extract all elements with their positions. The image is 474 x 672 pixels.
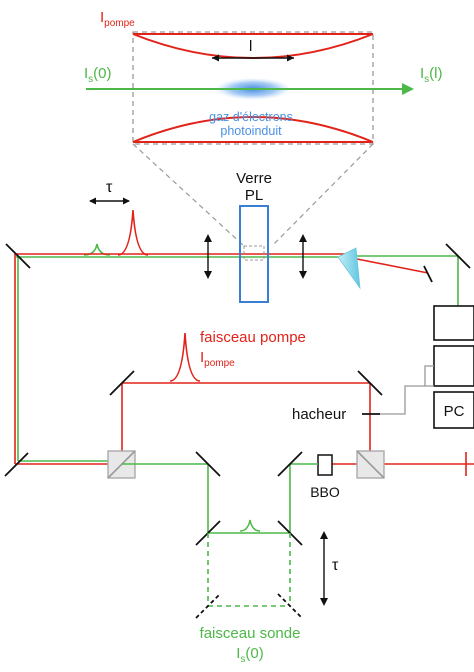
faisceau-sonde-label: faisceau sonde — [200, 625, 301, 642]
electron-gas-label-2: photoinduit — [220, 124, 282, 138]
interaction-zone-inset — [86, 31, 414, 145]
tau-right-label: τ — [332, 557, 339, 574]
isl-right-label: Is(l) — [420, 65, 443, 85]
electron-gas-label-1: gaz d'électrons — [209, 110, 293, 124]
pc-label: PC — [444, 403, 465, 420]
beamsplitter-right — [356, 450, 385, 479]
lockin-box — [433, 345, 474, 387]
probe-pulse-bottom — [239, 519, 261, 532]
tau-top-arrow — [89, 197, 130, 205]
pump-pulse-top — [117, 209, 149, 256]
is0-left-label: Is(0) — [84, 65, 112, 85]
detector-box — [433, 305, 474, 341]
glass-plate — [239, 205, 269, 303]
tau-delay-arrow — [320, 531, 328, 606]
hacheur-label: hacheur — [292, 406, 346, 423]
mirror — [195, 451, 221, 477]
pump-pulse-mid — [169, 332, 201, 382]
mirror — [357, 370, 383, 396]
translation-arrow-right — [299, 234, 307, 279]
mirror — [5, 243, 31, 269]
mirror — [109, 370, 135, 396]
verre-label: Verre — [236, 170, 272, 187]
delay-mirror-displaced — [195, 593, 221, 619]
mirror — [277, 451, 303, 477]
bbo-label: BBO — [310, 484, 340, 500]
pl-label: PL — [245, 187, 263, 204]
pc-box — [433, 391, 474, 429]
prism — [337, 247, 361, 290]
beam-dump — [423, 265, 433, 283]
delay-mirror-displaced — [277, 593, 303, 619]
ipompe-top-label: Ipompe — [100, 9, 135, 29]
is0-bottom-label: Is(0) — [236, 645, 264, 665]
length-label: l — [249, 38, 252, 55]
mirror — [4, 452, 29, 477]
ipompe-mid-label: Ipompe — [200, 349, 235, 369]
translation-arrow-left — [204, 234, 212, 279]
bbo-crystal — [317, 454, 333, 476]
faisceau-pompe-label: faisceau pompe — [200, 329, 306, 346]
tau-top-label: τ — [106, 179, 113, 196]
mirror — [445, 243, 471, 269]
